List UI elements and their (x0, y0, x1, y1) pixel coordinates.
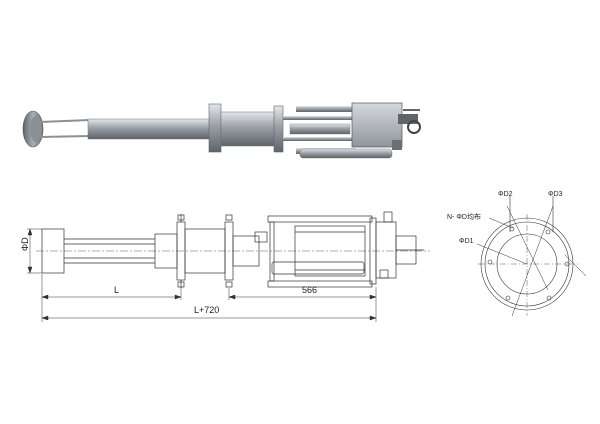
dim-label-phi-d: ΦD (20, 237, 30, 251)
bolt-hole (546, 295, 552, 301)
unit-photo (22, 102, 421, 159)
bolt-hole (545, 229, 551, 235)
side-view-drawing (36, 211, 430, 288)
flange-label-holes: N- ΦD均布 (447, 212, 481, 221)
flange-front-view (476, 196, 587, 317)
handwheel-icon (407, 120, 421, 134)
rear-flange (273, 105, 284, 153)
dim-label-l-plus-720: L+720 (194, 305, 219, 315)
flange-label-d2: ΦD2 (498, 191, 513, 198)
bolt-hole (505, 295, 511, 301)
dim-label-l: L (114, 285, 119, 295)
flange-label-d3: ΦD3 (548, 191, 563, 198)
dimension-lines (27, 228, 377, 322)
main-tube (87, 118, 211, 140)
bolt-hole (487, 259, 493, 265)
dim-label-566: 566 (302, 285, 317, 295)
flange-label-d1: ΦD1 (459, 238, 474, 245)
body-tube (220, 111, 276, 147)
gear-box (351, 102, 403, 148)
front-flange (208, 103, 222, 153)
